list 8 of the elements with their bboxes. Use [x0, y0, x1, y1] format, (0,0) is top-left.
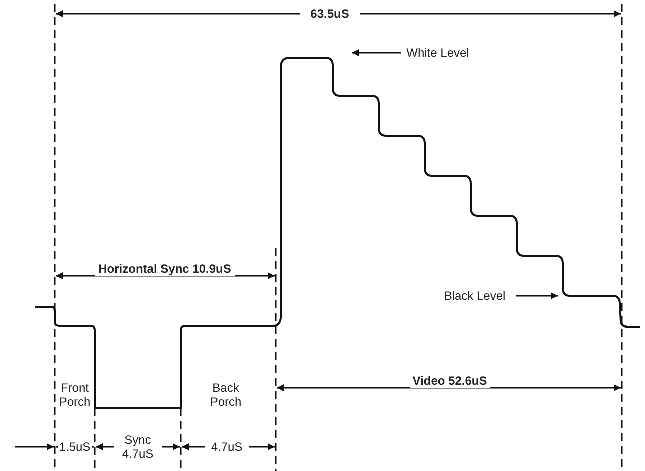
leader-line	[352, 50, 401, 56]
leader-line	[516, 292, 558, 300]
dimension-label: Sync 4.7uS	[114, 433, 162, 461]
dimension-label: Horizontal Sync 10.9uS	[95, 262, 235, 276]
dimension-label: 4.7uS	[205, 440, 249, 454]
dimension-label: Video 52.6uS	[410, 374, 490, 388]
dimension-label: 1.5uS	[58, 440, 92, 454]
dimension-label: 63.5uS	[300, 7, 360, 21]
